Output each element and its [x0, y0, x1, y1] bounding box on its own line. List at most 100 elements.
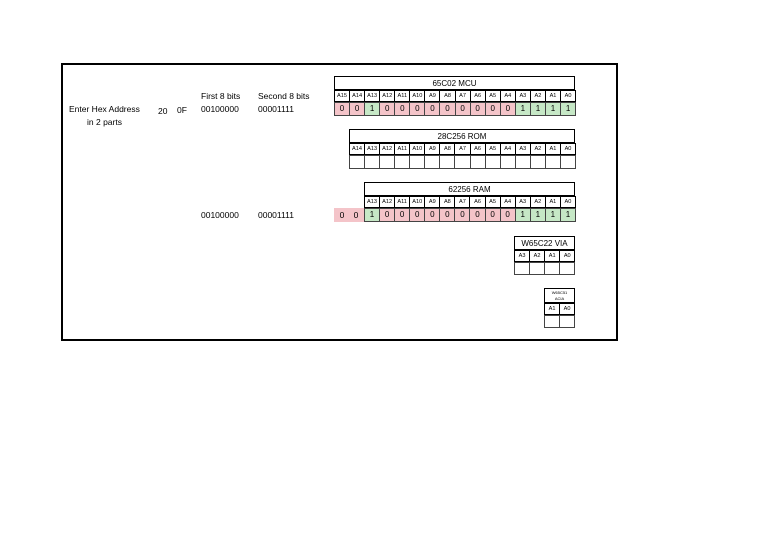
- mcu-pin-label: A3: [514, 90, 531, 102]
- via-bit-cell[interactable]: [559, 262, 576, 275]
- via-bit-cell[interactable]: [544, 262, 561, 275]
- ram-bit-cell[interactable]: 0: [439, 208, 456, 222]
- rom-bit-cell[interactable]: [379, 155, 396, 169]
- rom-pin-label: A11: [394, 143, 411, 155]
- mcu-bit-cell[interactable]: 0: [454, 102, 471, 116]
- ram-bit-cell[interactable]: 0: [454, 208, 471, 222]
- acia-pin-label: A1: [544, 303, 561, 315]
- mcu-bit-cell[interactable]: 1: [364, 102, 381, 116]
- ram-bit-cell[interactable]: 1: [514, 208, 531, 222]
- mcu-bit-cell[interactable]: 0: [469, 102, 486, 116]
- acia-title: W65C51 ACIA: [544, 288, 575, 303]
- rom-pin-label: A13: [364, 143, 381, 155]
- ram-bit-cell[interactable]: 0: [499, 208, 516, 222]
- ram-pin-label: A5: [484, 196, 501, 208]
- ram-overflow-highlight: [334, 208, 365, 222]
- rom-bit-cell[interactable]: [409, 155, 426, 169]
- rom-bit-cell[interactable]: [454, 155, 471, 169]
- via-bit-cell[interactable]: [514, 262, 531, 275]
- rom-pin-label: A12: [379, 143, 396, 155]
- mcu-bit-cell[interactable]: 0: [394, 102, 411, 116]
- ram-pin-label: A3: [514, 196, 531, 208]
- ram-pin-label: A13: [364, 196, 381, 208]
- mcu-bit-cell[interactable]: 0: [424, 102, 441, 116]
- mcu-bit-cell[interactable]: 0: [409, 102, 426, 116]
- mcu-bit-cell[interactable]: 0: [499, 102, 516, 116]
- rom-pin-label: A14: [349, 143, 366, 155]
- hex-part-1-cell[interactable]: 20: [158, 106, 168, 116]
- mcu-pin-label: A6: [469, 90, 486, 102]
- rom-pin-label: A8: [439, 143, 456, 155]
- ram-overflow-bit: 0: [339, 210, 345, 220]
- via-title: W65C22 VIA: [514, 236, 575, 250]
- first-bits-value: 00100000: [201, 104, 239, 114]
- rom-bit-cell[interactable]: [484, 155, 501, 169]
- ram-pin-label: A2: [529, 196, 546, 208]
- mcu-pin-label: A10: [409, 90, 426, 102]
- mcu-pin-label: A2: [529, 90, 546, 102]
- rom-bit-cell[interactable]: [394, 155, 411, 169]
- rom-pin-label: A5: [484, 143, 501, 155]
- mcu-pin-label: A14: [349, 90, 366, 102]
- mcu-pin-label: A5: [484, 90, 501, 102]
- rom-pin-label: A10: [409, 143, 426, 155]
- ram-bit-cell[interactable]: 0: [409, 208, 426, 222]
- ram-pin-label: A10: [409, 196, 426, 208]
- ram-bit-cell[interactable]: 1: [559, 208, 576, 222]
- rom-bit-cell[interactable]: [424, 155, 441, 169]
- rom-bit-cell[interactable]: [499, 155, 516, 169]
- acia-title-line2: ACIA: [554, 296, 565, 301]
- acia-bit-cell[interactable]: [559, 315, 576, 328]
- rom-bit-cell[interactable]: [544, 155, 561, 169]
- mcu-pin-label: A1: [544, 90, 562, 102]
- mcu-pin-label: A8: [439, 90, 456, 102]
- ram-pin-label: A11: [394, 196, 411, 208]
- hex-part-2-cell[interactable]: 0F: [177, 105, 187, 115]
- mcu-bit-cell[interactable]: 1: [560, 102, 577, 116]
- mcu-pin-label: A7: [454, 90, 471, 102]
- rom-pin-label: A7: [454, 143, 471, 155]
- mcu-pin-label: A11: [394, 90, 411, 102]
- ram-bit-cell[interactable]: 1: [544, 208, 561, 222]
- via-pin-label: A1: [544, 250, 561, 262]
- rom-bit-cell[interactable]: [439, 155, 456, 169]
- second-bits-ram-value: 00001111: [258, 210, 294, 220]
- rom-bit-cell[interactable]: [559, 155, 577, 169]
- mcu-bit-cell[interactable]: 0: [349, 102, 366, 116]
- mcu-pin-label: A9: [424, 90, 441, 102]
- ram-pin-label: A4: [499, 196, 516, 208]
- ram-bit-cell[interactable]: 1: [364, 208, 381, 222]
- mcu-bit-cell[interactable]: 0: [484, 102, 501, 116]
- ram-bit-cell[interactable]: 0: [484, 208, 501, 222]
- via-pin-label: A3: [514, 250, 531, 262]
- rom-bit-cell[interactable]: [514, 155, 531, 169]
- mcu-pin-label: A15: [334, 90, 351, 102]
- ram-bit-cell[interactable]: 0: [379, 208, 396, 222]
- mcu-bit-cell[interactable]: 1: [544, 102, 562, 116]
- ram-pin-label: A8: [439, 196, 456, 208]
- mcu-bit-cell[interactable]: 0: [334, 102, 351, 116]
- rom-pin-label: A1: [544, 143, 561, 155]
- ram-bit-cell[interactable]: 1: [529, 208, 546, 222]
- mcu-bit-cell[interactable]: 0: [379, 102, 396, 116]
- second-bits-value: 00001111: [258, 104, 294, 114]
- rom-bit-cell[interactable]: [529, 155, 546, 169]
- rom-pin-label: A3: [514, 143, 531, 155]
- rom-bit-cell[interactable]: [364, 155, 381, 169]
- mcu-bit-cell[interactable]: 1: [514, 102, 531, 116]
- ram-title: 62256 RAM: [364, 182, 575, 196]
- mcu-bit-cell[interactable]: 0: [439, 102, 456, 116]
- ram-pin-label: A0: [559, 196, 576, 208]
- rom-bit-cell[interactable]: [349, 155, 366, 169]
- rom-bit-cell[interactable]: [469, 155, 486, 169]
- ram-bit-cell[interactable]: 0: [469, 208, 486, 222]
- worksheet-frame: [61, 63, 618, 341]
- ram-pin-label: A1: [544, 196, 561, 208]
- ram-bit-cell[interactable]: 0: [394, 208, 411, 222]
- ram-bit-cell[interactable]: 0: [424, 208, 441, 222]
- via-bit-cell[interactable]: [529, 262, 546, 275]
- ram-overflow-bit: 0: [353, 210, 359, 220]
- mcu-bit-cell[interactable]: 1: [529, 102, 546, 116]
- acia-bit-cell[interactable]: [544, 315, 561, 328]
- via-pin-label: A2: [529, 250, 546, 262]
